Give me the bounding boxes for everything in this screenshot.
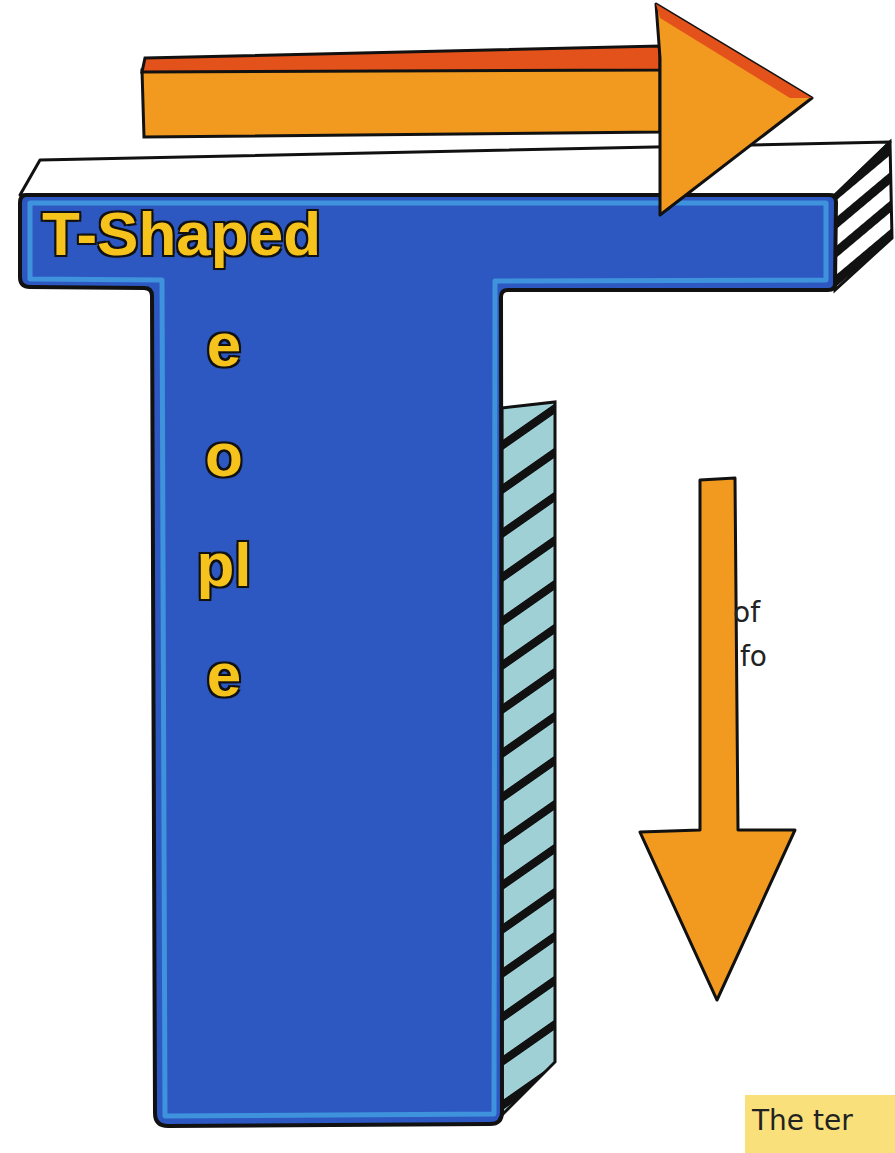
t-end-face bbox=[835, 142, 892, 290]
right-arrow-head-top bbox=[656, 4, 812, 98]
t-side-face bbox=[502, 402, 555, 1115]
highlight-band bbox=[745, 1095, 895, 1153]
right-arrow-head bbox=[656, 4, 812, 215]
t-front-face bbox=[20, 195, 836, 1126]
note-text: fo bbox=[740, 640, 767, 673]
right-arrow-top bbox=[142, 46, 660, 72]
note-text: of bbox=[733, 596, 760, 629]
t-inner-edge bbox=[30, 203, 826, 1116]
t-vertical-word: eople bbox=[193, 290, 255, 730]
down-arrow bbox=[640, 478, 795, 1000]
t-heading: T-Shaped bbox=[42, 198, 321, 269]
note-text: The ter bbox=[752, 1104, 853, 1137]
t-top-face bbox=[20, 142, 890, 195]
